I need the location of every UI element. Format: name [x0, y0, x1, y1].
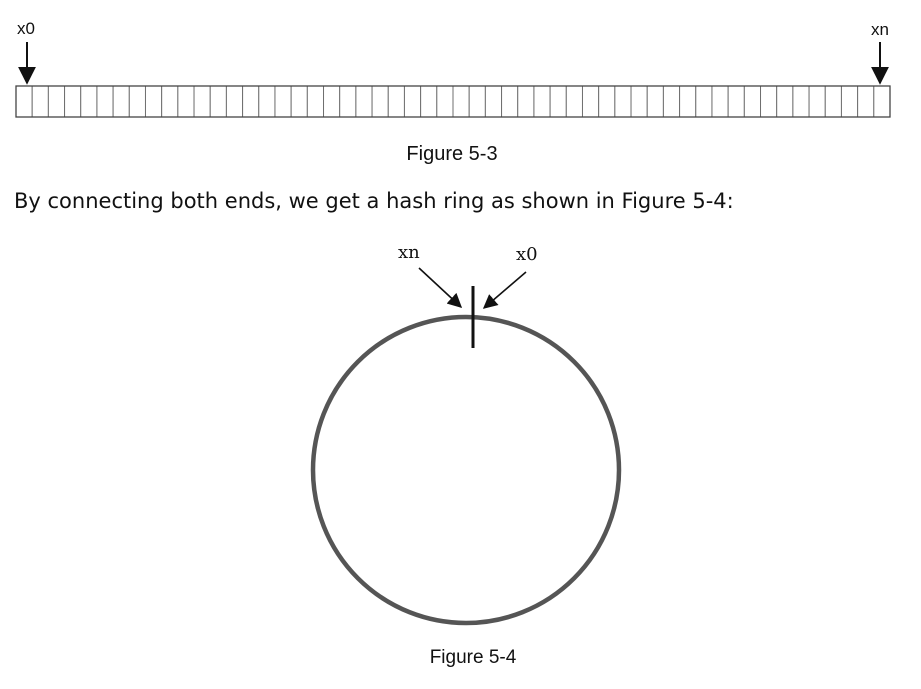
hash-space-cell — [646, 85, 664, 118]
hash-space-cell — [274, 85, 292, 118]
hash-space-cell — [517, 85, 535, 118]
hash-space-cell — [598, 85, 616, 118]
hash-space-cell — [581, 85, 600, 118]
hash-space-cell — [679, 85, 697, 118]
hash-space-cell — [290, 85, 308, 118]
hash-space-cell — [452, 85, 470, 118]
hash-space-cell — [323, 85, 341, 118]
hash-space-cell — [355, 85, 373, 118]
hash-space-cell — [808, 85, 826, 118]
hash-space-cell — [549, 85, 567, 118]
hash-space-cell — [161, 85, 179, 118]
hash-space-cell — [339, 85, 357, 118]
hash-space-cell — [193, 85, 211, 118]
hash-space-cell — [857, 85, 875, 118]
hash-space-cell — [177, 85, 195, 118]
hash-space-cell — [387, 85, 405, 118]
xn-label: xn — [871, 20, 889, 39]
ring-xn-arrow — [418, 267, 463, 308]
hash-space-cell — [47, 85, 66, 118]
hash-space-cell — [420, 85, 438, 118]
figure-5-4-caption: Figure 5-4 — [430, 647, 517, 668]
hash-space-cell — [824, 85, 842, 118]
hash-ring — [310, 314, 622, 626]
figure-5-3: x0 xn Figure 5-3 — [15, 19, 891, 165]
hash-space-cell — [128, 85, 146, 118]
body-paragraph: By connecting both ends, we get a hash r… — [14, 189, 734, 213]
hash-space-cell — [15, 85, 33, 118]
hash-space-cell — [760, 85, 778, 118]
hash-space-cell — [403, 85, 422, 118]
hash-space-cell — [371, 85, 389, 118]
hash-space-cell — [743, 85, 762, 118]
x0-label: x0 — [17, 19, 35, 38]
hash-space-cell — [31, 85, 49, 118]
hash-space-cell — [258, 85, 276, 118]
hash-space-outline — [15, 85, 891, 118]
figure-5-3-caption: Figure 5-3 — [406, 143, 497, 165]
hash-space-cell — [711, 85, 729, 118]
hash-space-cell — [80, 85, 98, 118]
hash-space-cell — [792, 85, 810, 118]
hash-space-cell — [64, 85, 82, 118]
hash-space-cell — [630, 85, 648, 118]
hash-space-cell — [662, 85, 681, 118]
ring-x0-label: x0 — [516, 244, 538, 265]
hash-space-cell — [209, 85, 227, 118]
hash-space-cell — [873, 85, 891, 118]
hash-space-cell — [242, 85, 260, 118]
hash-space-cell — [565, 85, 583, 118]
hash-space-cell — [225, 85, 244, 118]
hash-space-cell — [144, 85, 163, 118]
hash-space-cell — [695, 85, 713, 118]
hash-space-cell — [533, 85, 551, 118]
hash-space-bar — [15, 85, 891, 118]
hash-space-cell — [468, 85, 486, 118]
hash-space-cell — [112, 85, 130, 118]
hash-space-cell — [484, 85, 503, 118]
hash-space-cell — [614, 85, 632, 118]
hash-space-cell — [96, 85, 114, 118]
hash-space-cell — [727, 85, 745, 118]
hash-space-cell — [501, 85, 519, 118]
hash-space-cell — [776, 85, 794, 118]
ring-x0-arrow — [482, 271, 527, 309]
figure-5-4: xn x0 Figure 5-4 — [310, 242, 622, 668]
hash-space-cell — [840, 85, 859, 118]
ring-xn-label: xn — [398, 242, 420, 263]
hash-space-cell — [306, 85, 325, 118]
hash-space-cell — [436, 85, 454, 118]
